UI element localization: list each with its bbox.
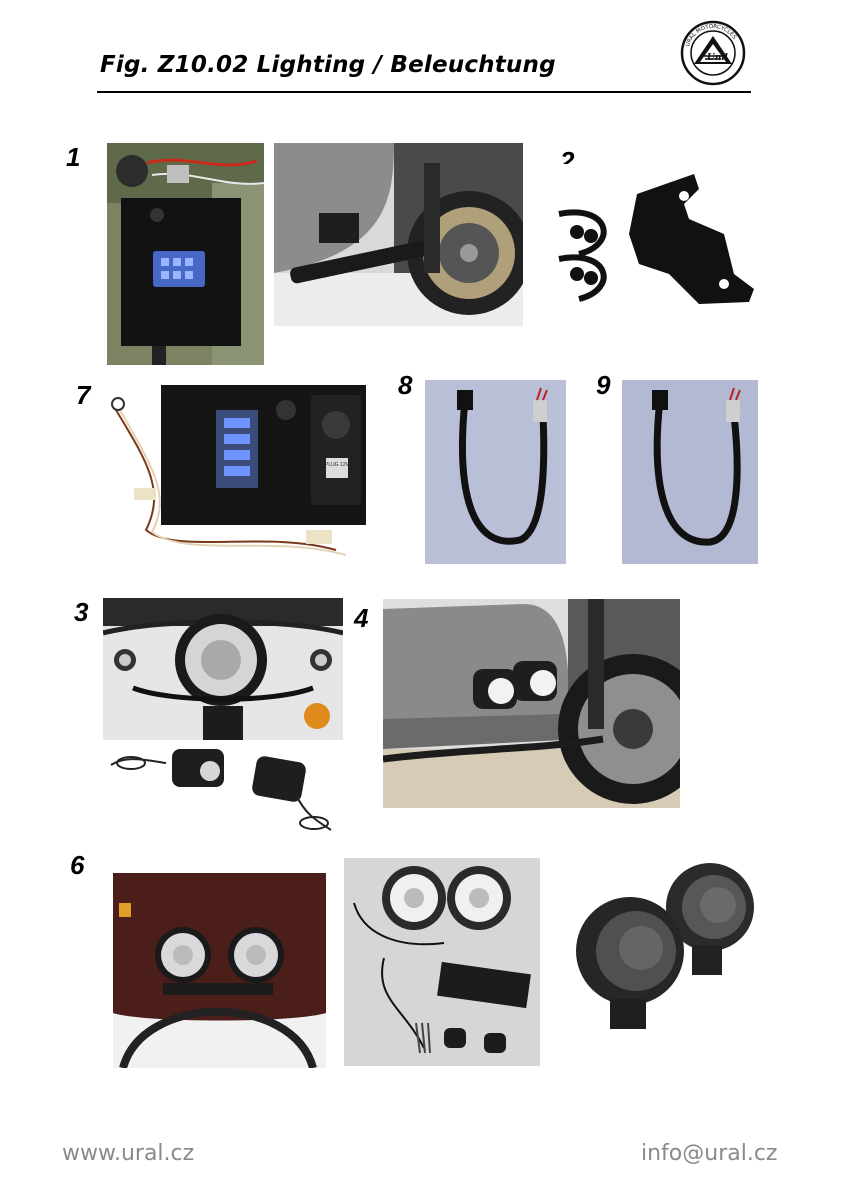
photo-mounting-bracket: [549, 164, 760, 314]
photo-cable-harness-9: [622, 380, 758, 564]
photo-cable-harness-8: [425, 380, 566, 564]
ural-logo: Uml URAL MOTORCYCLES: [680, 20, 746, 86]
item-number-1: 1: [66, 142, 81, 172]
photo-fuse-box-mounted: [107, 143, 264, 365]
photo-fender-auxiliary-lights: [113, 873, 326, 1068]
photo-headlight-auxiliary-lights: [103, 598, 343, 740]
item-number-7: 7: [76, 380, 91, 410]
item-number-9: 9: [596, 370, 611, 400]
photo-fender-lights-kit: [344, 858, 540, 1066]
photo-auxiliary-lights-kit: [106, 745, 338, 837]
item-number-8: 8: [398, 370, 413, 400]
item-number-6: 6: [70, 850, 85, 880]
page-title: Fig. Z10.02 Lighting / Beleuchtung: [100, 52, 556, 78]
photo-sidecar-auxiliary-lights: [383, 599, 680, 808]
footer-email[interactable]: info@ural.cz: [641, 1141, 778, 1166]
svg-text:PLUG 12V: PLUG 12V: [325, 462, 350, 468]
footer-website[interactable]: www.ural.cz: [62, 1141, 195, 1166]
photo-auxiliary-spotlights: [562, 853, 762, 1031]
item-number-4: 4: [354, 603, 369, 633]
photo-fuse-box-usb-kit: PLUG 12V: [106, 380, 376, 576]
photo-fuse-box-bike: [274, 143, 523, 326]
svg-text:Uml: Uml: [707, 53, 728, 63]
title-underline: [97, 91, 751, 93]
item-number-3: 3: [74, 597, 89, 627]
